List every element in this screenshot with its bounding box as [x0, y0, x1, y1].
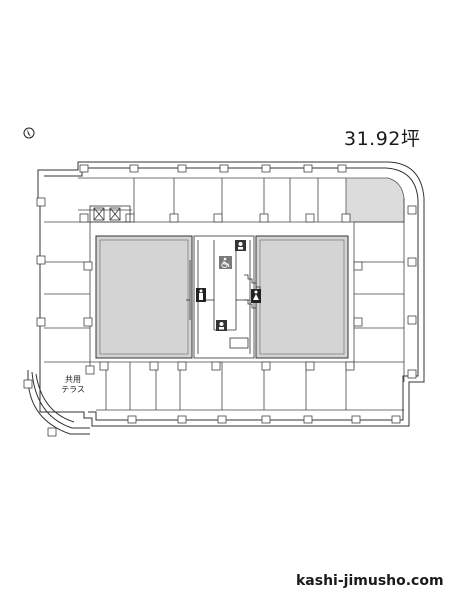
terrace-label-line1: 共用 [65, 375, 81, 384]
wheelchair-icon [219, 256, 232, 269]
female-restroom-icon [251, 289, 261, 303]
building-core [186, 235, 261, 359]
structural-columns [23, 164, 417, 437]
leased-space-highlight [345, 177, 405, 223]
male-restroom-icon [196, 288, 206, 302]
terrace-label-line2: テラス [61, 385, 85, 394]
central-office-areas [95, 235, 349, 359]
floor-area: 31.92坪 [344, 128, 421, 150]
north-arrow-icon [23, 127, 35, 139]
terrace-label: 共用 テラス [58, 375, 88, 395]
baby-care-icon [216, 320, 227, 331]
building-outline [27, 161, 425, 435]
elevator-hall [89, 205, 131, 223]
nursing-room-icon [235, 240, 246, 251]
site-url: kashi-jimusho.com [296, 573, 444, 589]
